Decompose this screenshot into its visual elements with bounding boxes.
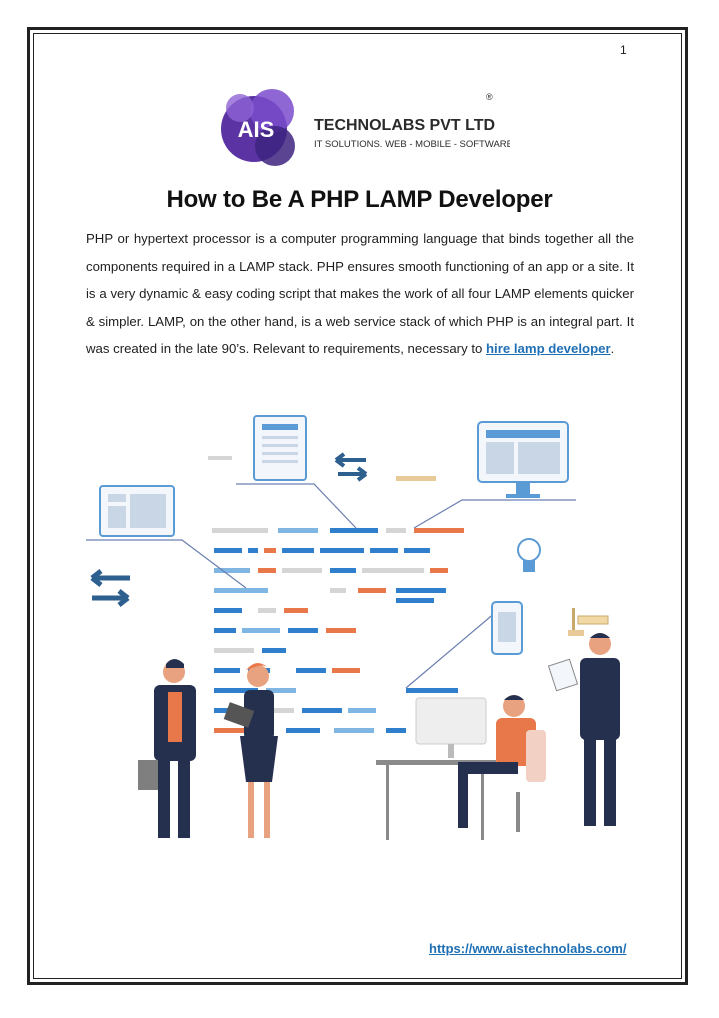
paragraph-end: . bbox=[610, 341, 615, 356]
woman-with-tablet bbox=[223, 663, 278, 838]
small-pencil-decoration bbox=[396, 476, 436, 481]
man-with-clipboard bbox=[547, 633, 620, 826]
logo-monogram: AIS bbox=[238, 117, 275, 142]
transfer-arrows-icon bbox=[90, 569, 130, 607]
website-link[interactable]: https://www.aistechnolabs.com/ bbox=[429, 941, 627, 956]
developer-at-desk bbox=[458, 695, 546, 832]
lamp-developers-illustration bbox=[86, 415, 620, 840]
hire-lamp-developer-link[interactable]: hire lamp developer bbox=[486, 341, 611, 356]
swap-arrows-icon bbox=[334, 452, 368, 482]
page-number: 1 bbox=[620, 43, 627, 57]
article-title: How to Be A PHP LAMP Developer bbox=[166, 186, 553, 213]
logo-tagline: IT SOLUTIONS. WEB - MOBILE - SOFTWARE bbox=[314, 139, 510, 150]
logo-company-name: TECHNOLABS PVT LTD bbox=[314, 117, 495, 134]
logo-circles-icon bbox=[221, 89, 295, 166]
lightbulb-icon bbox=[517, 538, 541, 572]
chart-bars-icon bbox=[568, 608, 609, 636]
company-logo: AIS TECHNOLABS PVT LTD ® IT SOLUTIONS. W… bbox=[221, 89, 510, 166]
logo-registered-mark: ® bbox=[486, 92, 493, 102]
connector-lines bbox=[86, 483, 576, 689]
businessman-with-phone bbox=[138, 659, 196, 838]
small-bar-decoration bbox=[208, 456, 232, 460]
code-lines-graphic bbox=[212, 528, 464, 733]
page-border-outer bbox=[27, 27, 688, 985]
article-paragraph: PHP or hypertext processor is a computer… bbox=[86, 225, 634, 363]
paragraph-text: PHP or hypertext processor is a computer… bbox=[86, 231, 634, 356]
page-border-inner bbox=[33, 33, 682, 979]
desktop-monitor-icon bbox=[477, 421, 569, 498]
smartphone-icon bbox=[491, 601, 523, 655]
office-desk bbox=[376, 697, 496, 840]
browser-window-icon bbox=[99, 485, 175, 537]
document-page-icon bbox=[253, 415, 307, 481]
